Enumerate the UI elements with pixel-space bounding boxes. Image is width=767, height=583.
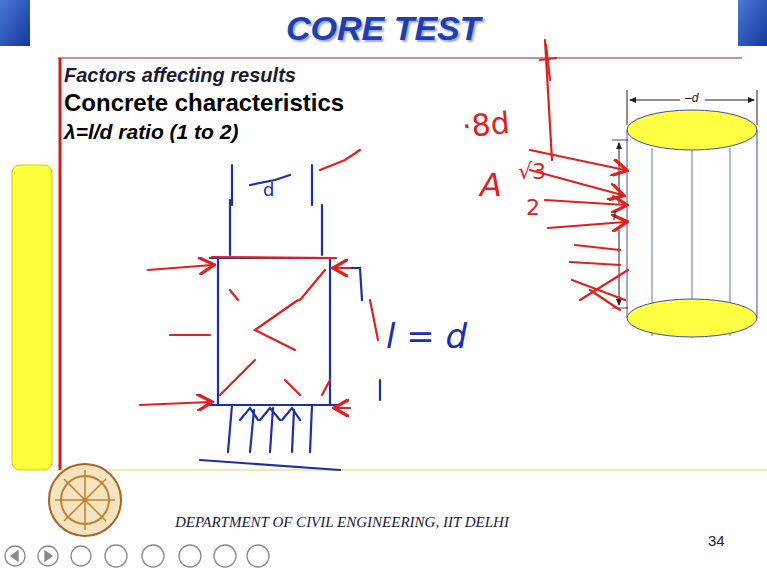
handwritten-note: ·8d [461, 106, 511, 143]
handwritten-note: √3 [518, 160, 546, 184]
handwritten-note: l = d [386, 318, 467, 355]
heading: Concrete characteristics [64, 90, 344, 116]
handwritten-note: d [263, 180, 274, 200]
slide-title: CORE TEST [286, 10, 481, 47]
subheading: Factors affecting results [64, 64, 296, 86]
core-cylinder [612, 90, 757, 338]
nav-buttons [5, 545, 269, 567]
dimension-label: l [613, 210, 616, 223]
footer-rule [60, 470, 767, 471]
pen-sketch [200, 165, 380, 470]
corner-tab [738, 0, 767, 46]
institute-logo [49, 464, 121, 536]
side-panel [12, 165, 52, 470]
pen-arrows [140, 257, 350, 408]
header-rule [58, 57, 742, 58]
footer-text: DEPARTMENT OF CIVIL ENGINEERING, IIT DEL… [175, 514, 509, 531]
corner-tab [0, 0, 30, 46]
left-rule [59, 58, 62, 470]
handwritten-note: A [480, 168, 502, 203]
bullet-text: λ=l/d ratio (1 to 2) [64, 120, 238, 143]
dimension-label: –d [683, 92, 700, 105]
handwritten-note: 2 [526, 196, 540, 220]
pen-annotation [320, 40, 628, 340]
page-number: 34 [708, 533, 725, 550]
